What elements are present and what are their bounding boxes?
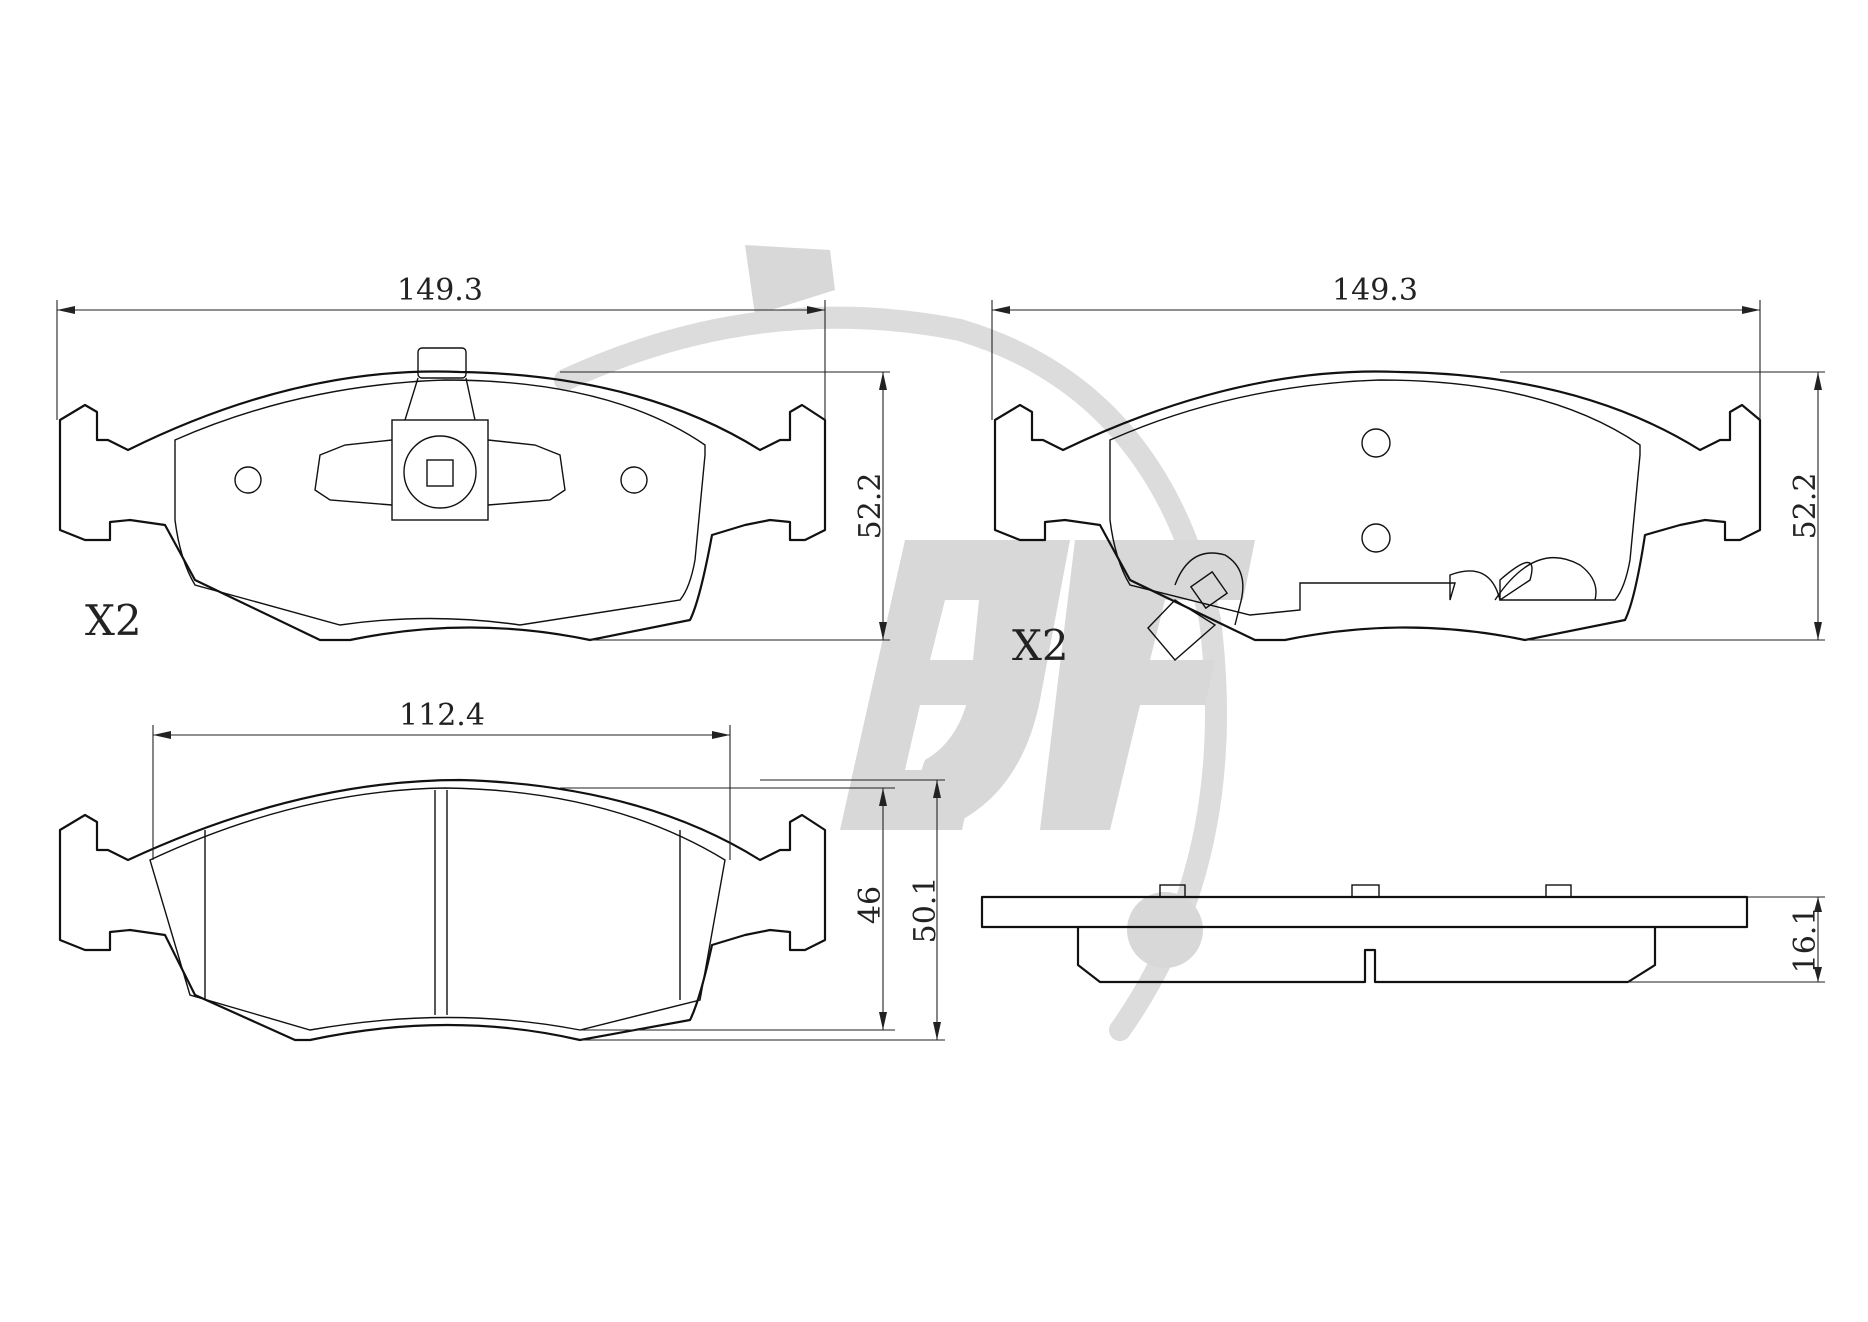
dimension-top-left-height-label: 52.2 [853,473,888,540]
pad-top-right-notch [1494,556,1597,601]
pad-bottom-left-backplate [58,778,827,1042]
pad-top-left-clip-left-wing [314,439,393,506]
pad-top-right-backplate [993,370,1762,642]
pad-top-right-sensor-square [1189,570,1229,610]
pad-top-right-friction [1109,379,1641,616]
dimension-top-right-height-label: 52.2 [1788,473,1823,540]
pad-top-left-clip-tab [417,347,467,379]
dimension-top-left-width-label: 149.3 [397,273,483,308]
dimension-bottom-left-height-outer: 50.1 [580,779,945,1041]
dimension-top-right-width: 149.3 [991,273,1761,420]
pad-top-right-wear-indicator [1174,552,1244,626]
pad-top-right-sensor-wire [1147,599,1217,661]
dimension-top-right-width-label: 149.3 [1332,273,1418,308]
dimension-bottom-left-height-outer-label: 50.1 [908,877,943,944]
pad-top-left-piston-square [426,459,454,487]
pad-top-right-quantity: X2 [1012,621,1069,670]
dimension-top-left-height: 52.2 [560,371,890,641]
pad-top-left-clip-right-wing [487,439,566,506]
pad-side-view [980,884,1749,984]
pad-top-left-clip-neck [404,377,476,421]
dimension-bottom-left-width: 112.4 [152,698,731,860]
side-view-backplate [980,895,1749,929]
pad-top-left-backplate [58,370,827,642]
dimension-side-thickness-label: 16.1 [1788,907,1823,974]
side-view-tab-2 [1351,884,1380,898]
dimension-side-thickness: 16.1 [1628,896,1825,983]
dimension-bottom-left-height-inner: 46 [560,787,895,1031]
pad-top-left-friction [174,379,706,626]
watermark-logo [554,245,1255,1041]
dimension-bottom-left-height-inner-label: 46 [853,886,888,924]
pad-top-right-hole-lower [1361,523,1391,553]
dimension-bottom-left-width-label: 112.4 [399,698,485,733]
pad-top-left-piston-ring [403,435,477,509]
pad-bottom-left-friction [149,787,726,1031]
pad-top-right: X2 [993,370,1762,670]
pad-top-right-hole-upper [1361,428,1391,458]
pad-top-left-clip-body [391,419,489,521]
side-view-tab-3 [1545,884,1572,898]
pad-bottom-left [58,778,827,1042]
dimension-top-left-width: 149.3 [56,273,826,420]
pad-top-left: X2 [58,347,827,645]
pad-top-left-quantity: X2 [85,596,142,645]
side-view-friction [1076,925,1657,984]
pad-top-left-hole-left [234,466,262,494]
dimension-top-right-height: 52.2 [1500,371,1825,641]
pad-top-left-hole-right [620,466,648,494]
